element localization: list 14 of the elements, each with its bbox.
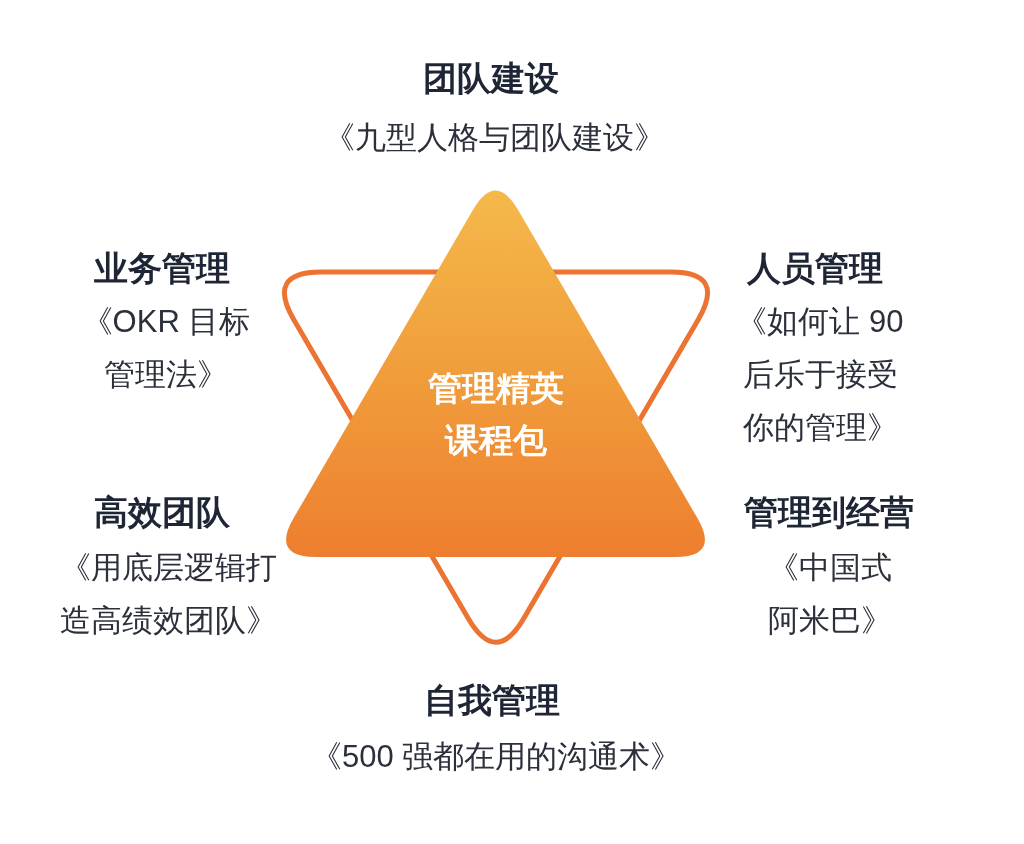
category-heading: 自我管理 [424, 680, 560, 721]
book-title: 《中国式阿米巴》 [767, 549, 893, 640]
book-title: 《九型人格与团队建设》 [323, 119, 665, 157]
book-title: 《500 强都在用的沟通术》 [311, 738, 682, 776]
category-heading: 高效团队 [94, 492, 230, 533]
category-heading: 业务管理 [94, 248, 230, 289]
book-title: 《用底层逻辑打造高绩效团队》 [58, 549, 278, 640]
category-heading: 管理到经营 [744, 492, 914, 533]
central-triangle [288, 190, 703, 557]
book-title: 《OKR 目标管理法》 [80, 303, 252, 394]
triangle-label: 管理精英课程包 [426, 368, 565, 461]
category-heading: 团队建设 [423, 58, 559, 99]
category-heading: 人员管理 [747, 248, 883, 289]
book-title: 《如何让 90 后乐于接受你的管理》 [735, 303, 905, 447]
